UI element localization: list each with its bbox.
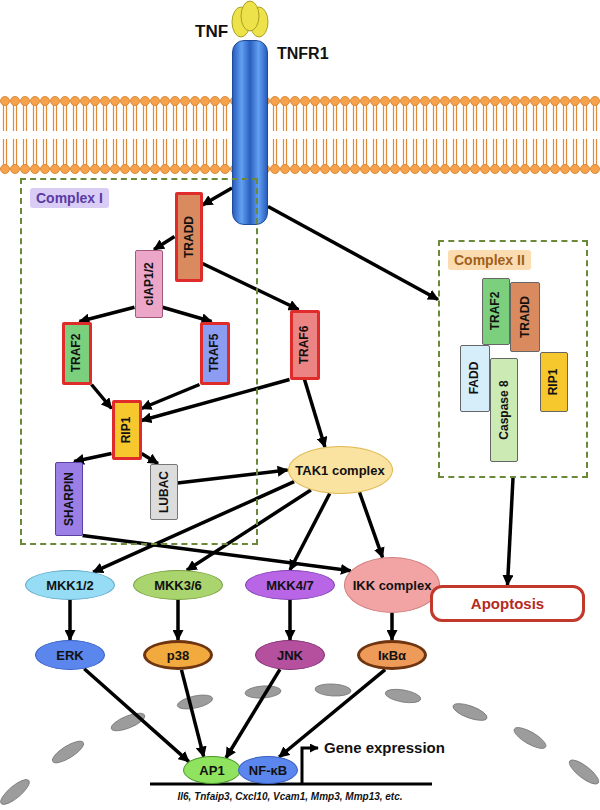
- protein-box: TRADD: [510, 282, 540, 352]
- protein-box: RIP1: [112, 400, 142, 460]
- receptor: TNFR1: [232, 40, 268, 225]
- pathway-arrow: [290, 494, 330, 570]
- pathway-arrow: [268, 207, 438, 300]
- protein-box: TRAF2: [482, 278, 510, 345]
- cell-membrane: [0, 95, 600, 175]
- protein-box: RIP1: [540, 352, 568, 412]
- pathway-arrow: [226, 669, 280, 757]
- complex-ellipse: TAK1 complex: [288, 446, 393, 494]
- node-label: MKK3/6: [154, 578, 202, 593]
- protein-box: SHARPIN: [55, 462, 83, 536]
- protein-box: TRAF2: [62, 322, 92, 385]
- pathway-arrow: [80, 307, 135, 321]
- inhibitor-ellipse: IκBα: [357, 640, 427, 670]
- pathway-arrow: [68, 600, 72, 640]
- node-label: SHARPIN: [62, 471, 76, 525]
- node-label: p38: [167, 648, 189, 663]
- kinase-ellipse: ERK: [35, 640, 105, 670]
- complex-region: Complex II TRAF2 TRADD FADD RIP1 Caspase 8: [438, 240, 588, 478]
- node-label: ERK: [56, 648, 83, 663]
- protein-box: Caspase 8: [490, 358, 518, 462]
- pathway-arrow: [288, 600, 292, 640]
- node-label: AP1: [199, 763, 224, 778]
- protein-box: cIAP1/2: [135, 250, 163, 318]
- tnf-ligand: [232, 1, 268, 37]
- node-label: LUBAC: [157, 471, 171, 513]
- node-label: IκBα: [378, 648, 406, 663]
- node-label: MKK4/7: [266, 578, 314, 593]
- pathway-arrow: [178, 470, 288, 483]
- node-label: TRAF5: [208, 334, 222, 373]
- node-label: JNK: [277, 648, 303, 663]
- protein-box: LUBAC: [150, 464, 178, 520]
- node-label: cIAP1/2: [142, 262, 156, 305]
- pathway-arrow: [181, 670, 203, 757]
- pathway-arrow: [390, 613, 394, 640]
- pathway-arrow: [305, 380, 325, 448]
- gene-list: Il6, Tnfaip3, Cxcl10, Vcam1, Mmp3, Mmp13…: [135, 791, 445, 802]
- protein-box: TRAF6: [290, 310, 320, 380]
- pathway-arrow: [203, 188, 233, 205]
- pathway-arrow: [84, 669, 189, 762]
- pathway-arrow: [203, 264, 299, 310]
- protein-box: TRAF5: [200, 322, 230, 385]
- pathway-arrow: [142, 385, 200, 409]
- pathway-arrow: [142, 454, 158, 464]
- node-label: RIP1: [120, 416, 134, 443]
- node-label: TRADD: [518, 296, 532, 338]
- outcome-box: Apoptosis: [430, 585, 585, 622]
- ligand-label: TNF: [195, 22, 228, 42]
- complex-heading: Complex I: [30, 188, 109, 208]
- node-label: Caspase 8: [497, 380, 511, 439]
- node-label: TAK1 complex: [295, 463, 384, 478]
- protein-box: FADD: [460, 345, 490, 412]
- pathway-arrow: [92, 385, 112, 409]
- node-label: IKK complex: [353, 578, 432, 593]
- kinase-ellipse: p38: [143, 640, 213, 670]
- node-label: RIP1: [547, 368, 561, 395]
- kinase-ellipse: JNK: [255, 640, 325, 670]
- node-label: TRADD: [182, 216, 196, 258]
- pathway-arrow: [163, 307, 212, 321]
- node-label: Apoptosis: [471, 595, 544, 612]
- kinase-ellipse: MKK4/7: [245, 570, 335, 600]
- node-label: TRAF2: [70, 334, 84, 373]
- pathway-arrow: [359, 492, 382, 557]
- kinase-ellipse: MKK1/2: [25, 570, 115, 600]
- transcription-factor: AP1: [183, 756, 241, 784]
- complex-region: Complex ITRADDcIAP1/2TRAF2TRAF5TRAF6RIP1…: [20, 178, 258, 545]
- pathway-arrow: [154, 237, 174, 250]
- complex-heading: Complex II: [448, 250, 531, 270]
- transcription-start-arrow: [302, 748, 318, 784]
- pathway-arrow: [508, 478, 514, 585]
- node-label: TRAF6: [298, 325, 312, 364]
- pathway-arrow: [187, 490, 311, 570]
- node-label: NF-κB: [249, 763, 287, 778]
- pathway-arrow: [176, 600, 180, 640]
- kinase-ellipse: MKK3/6: [133, 570, 223, 600]
- pathway-arrow: [74, 454, 111, 462]
- complex-ellipse: IKK complex: [344, 557, 440, 613]
- pathway-arrow: [93, 482, 294, 572]
- receptor-label: TNFR1: [277, 45, 329, 63]
- gene-expression-label: Gene expression: [324, 739, 445, 756]
- pathway-arrow: [142, 380, 290, 421]
- transcription-factor: NF-κB: [238, 756, 298, 784]
- node-label: MKK1/2: [46, 578, 94, 593]
- node-label: TRAF2: [489, 292, 503, 331]
- nuclear-membrane: [0, 683, 600, 808]
- pathway-arrow: [83, 536, 351, 571]
- protein-box: TRADD: [175, 192, 203, 282]
- node-label: FADD: [468, 362, 482, 395]
- dna-line: [150, 783, 432, 786]
